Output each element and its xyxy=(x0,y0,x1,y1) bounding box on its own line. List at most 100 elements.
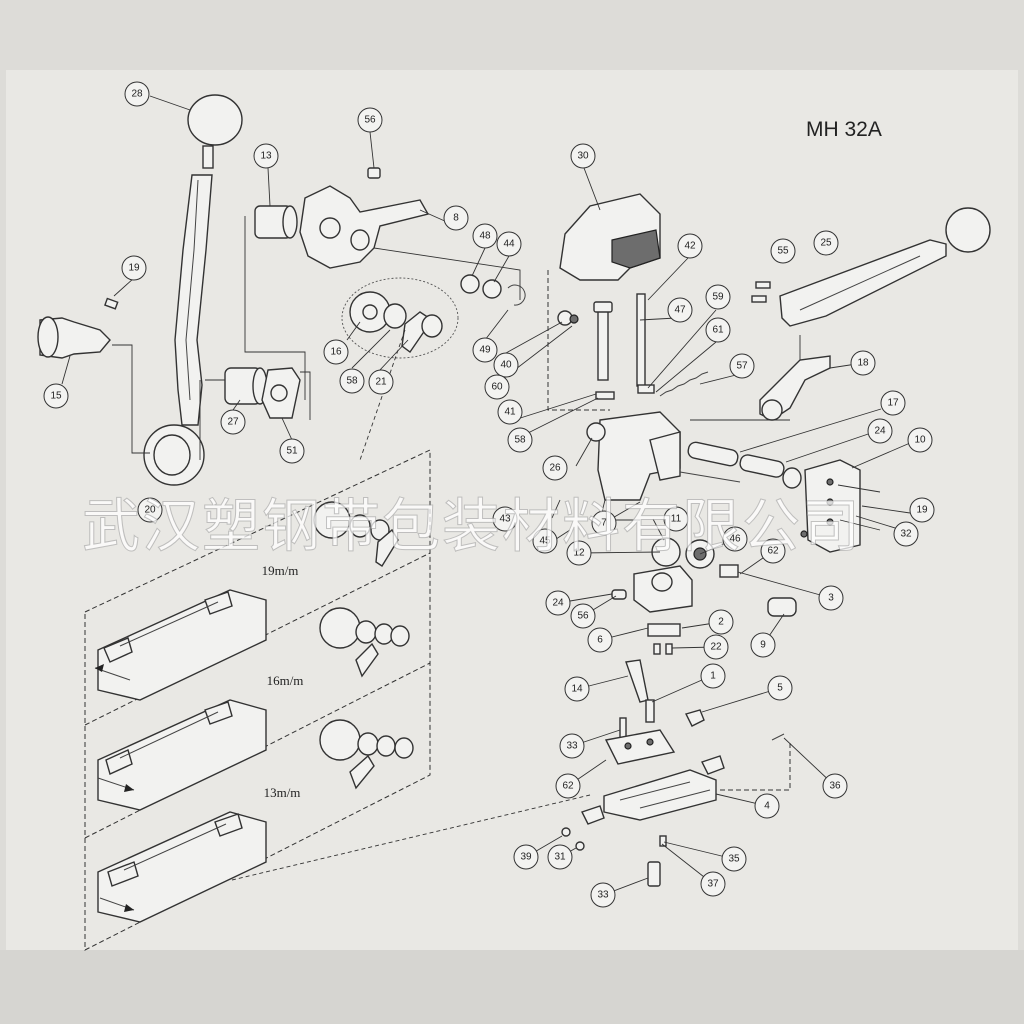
svg-text:25: 25 xyxy=(820,238,832,249)
svg-text:45: 45 xyxy=(539,536,551,547)
callout-1: 1 xyxy=(700,663,726,689)
pin-54b xyxy=(751,295,767,303)
block-2 xyxy=(647,623,681,637)
table-surface xyxy=(0,950,1024,1024)
svg-text:61: 61 xyxy=(712,325,724,336)
plate-62 xyxy=(604,729,676,765)
callout-48: 48 xyxy=(472,223,498,249)
callout-7: 7 xyxy=(591,510,617,536)
callout-47: 47 xyxy=(667,297,693,323)
callout-41: 41 xyxy=(497,399,523,425)
gear-block-stack xyxy=(611,537,797,655)
svg-text:27: 27 xyxy=(227,417,239,428)
width-label-16: 16m/m xyxy=(267,673,304,688)
svg-text:55: 55 xyxy=(777,246,789,257)
svg-text:36: 36 xyxy=(829,781,841,792)
inset-outline xyxy=(84,449,431,951)
callout-22: 22 xyxy=(703,634,729,660)
svg-text:51: 51 xyxy=(286,446,298,457)
svg-text:60: 60 xyxy=(491,382,503,393)
svg-text:16: 16 xyxy=(330,347,342,358)
pin-54a xyxy=(755,281,771,289)
svg-text:40: 40 xyxy=(500,360,512,371)
callout-34: 33 xyxy=(559,733,585,759)
cam-body-8 xyxy=(299,185,430,269)
svg-text:46: 46 xyxy=(729,534,741,545)
callout-56: 56 xyxy=(570,603,596,629)
svg-text:33: 33 xyxy=(597,890,609,901)
svg-text:9: 9 xyxy=(760,640,766,651)
center-frame-assembly xyxy=(547,193,741,521)
handle-lever-assembly xyxy=(37,94,243,486)
svg-text:48: 48 xyxy=(479,231,491,242)
base-assembly xyxy=(561,659,791,887)
svg-text:21: 21 xyxy=(375,377,387,388)
svg-text:37: 37 xyxy=(707,879,719,890)
callout-11: 11 xyxy=(663,506,689,532)
svg-text:11: 11 xyxy=(671,514,682,525)
svg-text:59: 59 xyxy=(712,292,724,303)
width-label-13: 13m/m xyxy=(264,785,301,800)
callout-4: 4 xyxy=(754,793,780,819)
svg-text:56: 56 xyxy=(364,115,376,126)
svg-text:8: 8 xyxy=(453,213,459,224)
svg-text:13: 13 xyxy=(260,151,272,162)
callout-16: 16 xyxy=(323,339,349,365)
svg-text:22: 22 xyxy=(710,642,722,653)
shaft-group xyxy=(687,441,881,553)
callout-32: 32 xyxy=(893,521,919,547)
callout-43: 43 xyxy=(492,506,518,532)
callout-31: 31 xyxy=(547,844,573,870)
part-callouts: 28 19 15 13 56 8 48 44 49 16 58 21 27 51… xyxy=(43,81,935,908)
shaft-25 xyxy=(739,454,785,478)
callout-2: 2 xyxy=(708,609,734,635)
svg-text:44: 44 xyxy=(503,239,515,250)
svg-text:57: 57 xyxy=(736,361,748,372)
bolt-47 xyxy=(636,293,646,387)
svg-text:62: 62 xyxy=(767,546,779,557)
callout-46: 46 xyxy=(722,526,748,552)
callout-10: 10 xyxy=(907,427,933,453)
company-watermark: 武汉塑钢带包装材料有限公司 xyxy=(82,492,862,560)
screw-39 xyxy=(561,827,571,837)
callout-13: 13 xyxy=(253,143,279,169)
screw-36 xyxy=(771,733,785,741)
svg-text:31: 31 xyxy=(554,852,566,863)
width-label-19: 19m/m xyxy=(262,563,299,578)
leader-lines xyxy=(61,95,918,896)
callout-26: 26 xyxy=(542,455,568,481)
pin-9 xyxy=(767,597,797,617)
callout-20: 20 xyxy=(137,497,163,523)
bearing-plate xyxy=(199,367,311,460)
svg-text:32: 32 xyxy=(900,529,912,540)
callout-55: 57 xyxy=(729,353,755,379)
callout-45: 45 xyxy=(532,528,558,554)
svg-text:30: 30 xyxy=(577,151,589,162)
svg-text:47: 47 xyxy=(674,305,686,316)
callout-12: 12 xyxy=(566,540,592,566)
plate-57 xyxy=(637,384,655,394)
callout-57: 59 xyxy=(705,284,731,310)
lever-arm-20 xyxy=(174,174,213,426)
handle-23 xyxy=(779,239,947,327)
svg-text:19: 19 xyxy=(916,505,928,516)
callout-19: 19 xyxy=(909,497,935,523)
svg-text:19: 19 xyxy=(128,263,140,274)
knob-right xyxy=(945,207,991,253)
callout-9: 9 xyxy=(750,632,776,658)
washer-58 xyxy=(595,391,615,400)
svg-text:62: 62 xyxy=(562,781,574,792)
svg-text:10: 10 xyxy=(914,435,926,446)
callout-36: 36 xyxy=(822,773,848,799)
pin-50 xyxy=(104,297,119,310)
callout-25: 24 xyxy=(867,418,893,444)
callout-54: 55 xyxy=(770,238,796,264)
callout-30: 30 xyxy=(570,143,596,169)
callout-18: 18 xyxy=(850,350,876,376)
bolt-42 xyxy=(597,303,609,381)
callout-6: 6 xyxy=(587,627,613,653)
callout-24: 24 xyxy=(545,590,571,616)
svg-text:28: 28 xyxy=(131,89,143,100)
svg-text:41: 41 xyxy=(504,407,516,418)
